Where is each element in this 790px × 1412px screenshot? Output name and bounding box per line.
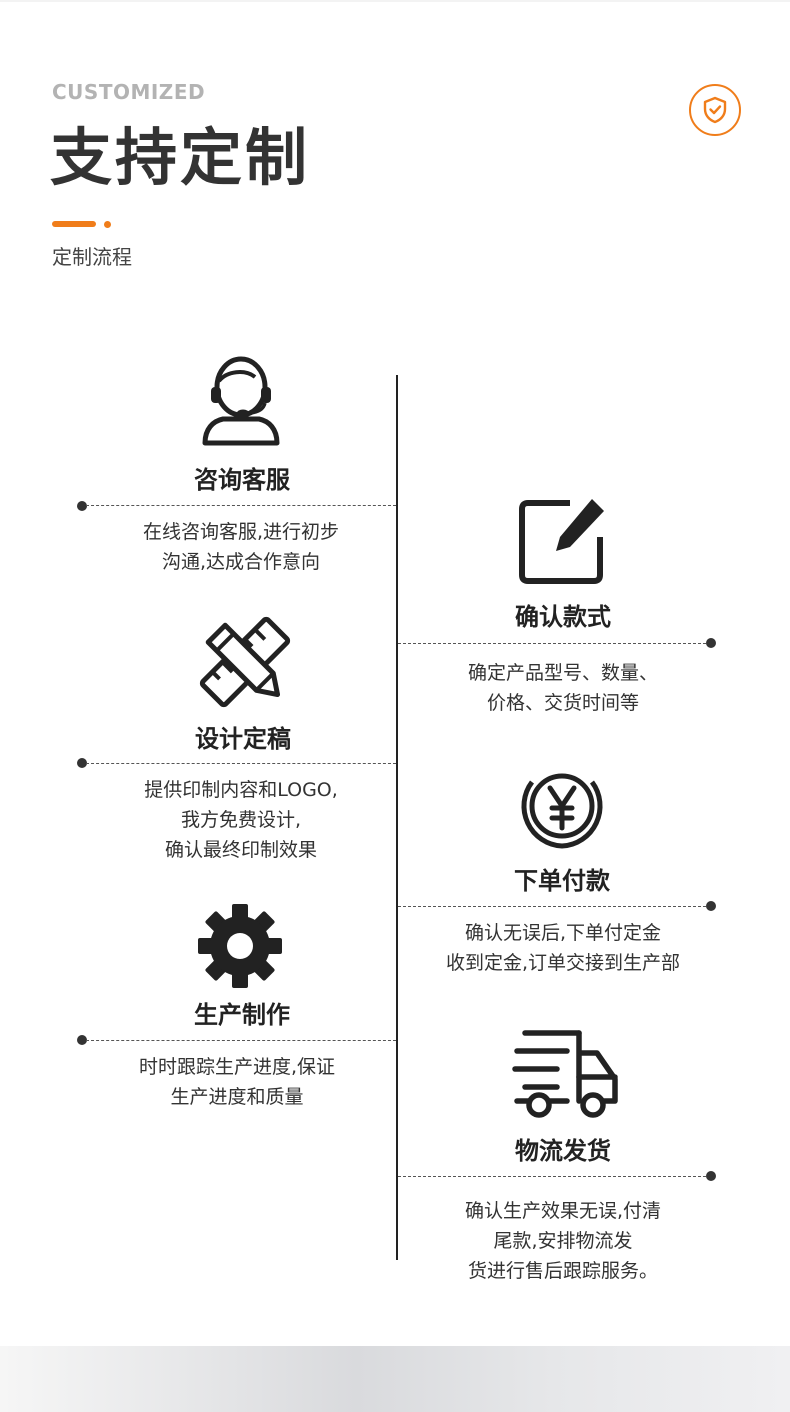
timeline-dot	[706, 1171, 716, 1181]
timeline-divider	[86, 763, 396, 764]
gear-icon	[194, 900, 286, 992]
timeline-dot	[706, 638, 716, 648]
timeline-divider	[86, 505, 396, 506]
timeline-dot	[77, 501, 87, 511]
step-desc-design: 提供印制内容和LOGO, 我方免费设计, 确认最终印制效果	[144, 779, 338, 861]
yen-icon	[513, 757, 611, 855]
step-title-shipping: 物流发货	[515, 1137, 611, 1165]
step-desc-production: 时时跟踪生产进度,保证 生产进度和质量	[138, 1056, 336, 1108]
timeline-divider	[398, 906, 706, 907]
step-title-design: 设计定稿	[195, 725, 291, 753]
footer-band	[0, 1346, 790, 1412]
edit-icon	[512, 492, 612, 590]
page-title: 支持定制	[50, 121, 311, 194]
shield-check-icon	[703, 96, 727, 124]
step-desc-payment: 确认无误后,下单付定金 收到定金,订单交接到生产部	[445, 922, 681, 974]
timeline-divider	[86, 1040, 396, 1041]
shield-check-badge	[689, 84, 741, 136]
step-title-consult: 咨询客服	[194, 466, 290, 494]
subtitle-en: CUSTOMIZED	[52, 80, 206, 104]
accent-dot	[104, 221, 111, 228]
step-title-payment: 下单付款	[514, 867, 610, 895]
timeline-line	[396, 375, 398, 1260]
design-tools-icon	[193, 612, 297, 712]
accent-dash	[52, 221, 96, 227]
timeline-divider	[398, 643, 706, 644]
section-label: 定制流程	[52, 245, 132, 269]
timeline-dot	[77, 1035, 87, 1045]
step-title-confirm-style: 确认款式	[515, 603, 611, 631]
step-desc-consult: 在线咨询客服,进行初步 沟通,达成合作意向	[142, 521, 340, 573]
step-desc-confirm-style: 确定产品型号、数量、 价格、交货时间等	[467, 662, 658, 714]
timeline-dot	[77, 758, 87, 768]
top-border	[0, 0, 790, 2]
timeline-divider	[398, 1176, 706, 1177]
delivery-truck-icon	[510, 1024, 620, 1120]
customer-service-icon	[186, 350, 296, 450]
timeline-dot	[706, 901, 716, 911]
step-title-production: 生产制作	[194, 1001, 290, 1029]
step-desc-shipping: 确认生产效果无误,付清 尾款,安排物流发 货进行售后跟踪服务。	[464, 1200, 662, 1282]
